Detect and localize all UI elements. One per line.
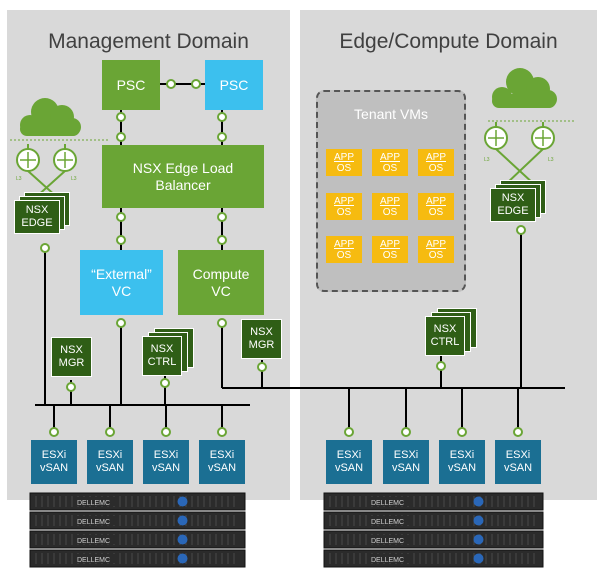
os-label: OS — [428, 163, 444, 174]
os-label: OS — [336, 250, 352, 261]
os-label: OS — [336, 207, 352, 218]
app-label: APP — [425, 152, 446, 163]
esxi-vsan-host: ESXi vSAN — [383, 440, 429, 484]
esxi-vsan-label: ESXi vSAN — [207, 449, 237, 474]
app-label: APP — [333, 196, 354, 207]
server-brand-label: DELLEMC — [77, 557, 110, 564]
esxi-vsan-label: ESXi vSAN — [95, 449, 125, 474]
dell-emc-server: DELLEMC — [29, 511, 246, 530]
server-brand-label: DELLEMC — [77, 538, 110, 545]
psc-left-box: PSC — [102, 60, 160, 110]
app-label: APP — [333, 239, 354, 250]
nsx-edge-load-balancer-box: NSX Edge Load Balancer — [102, 145, 264, 208]
esxi-vsan-host: ESXi vSAN — [495, 440, 541, 484]
router-label: L3 — [548, 157, 554, 163]
nsx-ctrl-card: NSX CTRL — [142, 336, 182, 376]
server-brand-label: DELLEMC — [371, 519, 404, 526]
os-label: OS — [382, 207, 398, 218]
edge-compute-domain-title: Edge/Compute Domain — [339, 30, 558, 53]
external-vc-box: “External” VC — [80, 250, 163, 315]
os-label: OS — [428, 250, 444, 261]
server-brand-label: DELLEMC — [77, 519, 110, 526]
esxi-vsan-label: ESXi vSAN — [447, 449, 477, 474]
nsx-edge-card: NSX EDGE — [490, 188, 536, 222]
esxi-vsan-host: ESXi vSAN — [326, 440, 372, 484]
nsx-mgr-label: NSX MGR — [58, 344, 85, 369]
psc-right-box: PSC — [205, 60, 263, 110]
server-brand-label: DELLEMC — [371, 557, 404, 564]
tenant-vms-title: Tenant VMs — [354, 106, 428, 122]
nsx-edge-card: NSX EDGE — [14, 200, 60, 234]
server-brand-label: DELLEMC — [371, 500, 404, 507]
dell-emc-server: DELLEMC — [323, 530, 544, 549]
app-label: APP — [425, 196, 446, 207]
esxi-vsan-host: ESXi vSAN — [87, 440, 133, 484]
esxi-vsan-label: ESXi vSAN — [151, 449, 181, 474]
app-label: APP — [425, 239, 446, 250]
os-label: OS — [382, 163, 398, 174]
esxi-vsan-label: ESXi vSAN — [391, 449, 421, 474]
external-vc-label: “External” VC — [91, 265, 152, 299]
cloud-icon — [492, 68, 557, 108]
os-label: OS — [336, 163, 352, 174]
server-brand-label: DELLEMC — [77, 500, 110, 507]
app-label: APP — [379, 196, 400, 207]
os-label: OS — [428, 207, 444, 218]
management-domain-title: Management Domain — [48, 30, 249, 53]
app-label: APP — [379, 239, 400, 250]
dell-emc-server: DELLEMC — [323, 492, 544, 511]
router-label: L3 — [71, 176, 77, 182]
nsx-edge-label: NSX EDGE — [497, 192, 529, 217]
esxi-vsan-label: ESXi vSAN — [503, 449, 533, 474]
dell-emc-server: DELLEMC — [323, 511, 544, 530]
nsx-mgr-box-compute: NSX MGR — [241, 319, 282, 359]
nsx-mgr-box-management: NSX MGR — [51, 337, 92, 377]
dell-emc-server: DELLEMC — [29, 530, 246, 549]
app-label: APP — [379, 152, 400, 163]
app-label: APP — [333, 152, 354, 163]
esxi-vsan-label: ESXi vSAN — [39, 449, 69, 474]
nsx-mgr-label: NSX MGR — [248, 326, 275, 351]
dell-emc-server: DELLEMC — [29, 492, 246, 511]
nsx-edge-label: NSX EDGE — [21, 204, 53, 229]
esxi-vsan-host: ESXi vSAN — [199, 440, 245, 484]
esxi-vsan-host: ESXi vSAN — [143, 440, 189, 484]
os-label: OS — [382, 250, 398, 261]
dell-emc-server: DELLEMC — [29, 549, 246, 568]
esxi-vsan-host: ESXi vSAN — [439, 440, 485, 484]
cloud-icon — [20, 98, 81, 136]
nsx-edge-load-balancer-label: NSX Edge Load Balancer — [132, 159, 234, 193]
dell-emc-server: DELLEMC — [323, 549, 544, 568]
esxi-vsan-label: ESXi vSAN — [334, 449, 364, 474]
router-label: L3 — [16, 176, 22, 182]
compute-vc-box: Compute VC — [178, 250, 264, 315]
compute-vc-label: Compute VC — [192, 265, 250, 299]
server-brand-label: DELLEMC — [371, 538, 404, 545]
nsx-ctrl-card: NSX CTRL — [425, 316, 465, 356]
esxi-vsan-host: ESXi vSAN — [31, 440, 77, 484]
nsx-ctrl-label: NSX CTRL — [147, 343, 177, 368]
router-label: L3 — [484, 157, 490, 163]
nsx-ctrl-label: NSX CTRL — [430, 323, 460, 348]
